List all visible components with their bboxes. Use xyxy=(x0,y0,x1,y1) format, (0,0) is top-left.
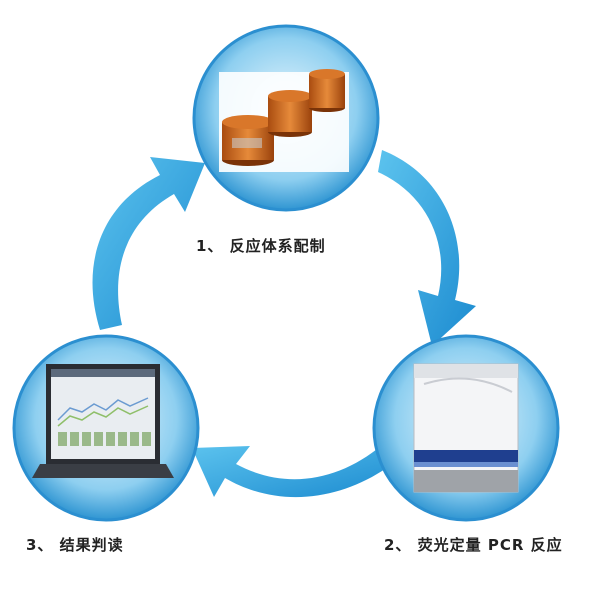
pcr-instrument-image xyxy=(413,363,519,493)
cycle-arrow-1-to-2 xyxy=(378,150,476,346)
reagent-tubes-image xyxy=(222,69,345,166)
step-3-label: 3、 结果判读 xyxy=(26,536,124,554)
step-1-label: 1、 反应体系配制 xyxy=(196,237,326,255)
laptop-results-image xyxy=(32,364,174,478)
step-2-label: 2、 荧光定量 PCR 反应 xyxy=(384,536,563,554)
cycle-arrow-3-to-1 xyxy=(92,157,205,330)
cycle-arrow-2-to-3 xyxy=(192,445,395,498)
step-2-circle xyxy=(372,334,560,522)
step-1-circle xyxy=(192,24,380,212)
step-3-circle xyxy=(12,334,200,522)
